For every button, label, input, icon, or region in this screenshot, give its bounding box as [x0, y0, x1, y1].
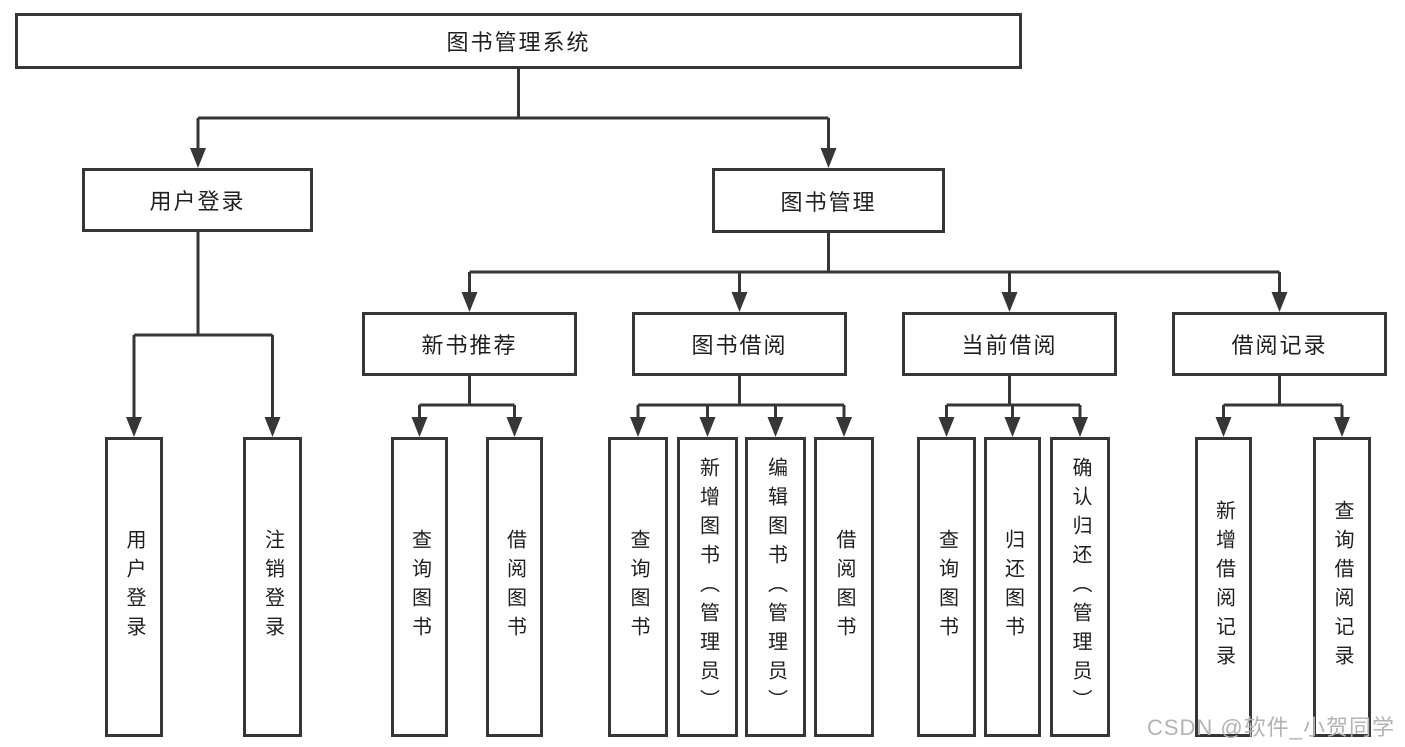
node-label: 查询图书: [408, 529, 431, 645]
arrow-down-icon: [1004, 417, 1021, 437]
arrow-down-icon: [264, 417, 281, 437]
node-leaf-query-books-2: 查询图书: [608, 437, 668, 737]
csdn-watermark: CSDN @软件_小贺同学: [1146, 715, 1395, 740]
node-label: 借阅图书: [833, 529, 855, 645]
arrow-down-icon: [836, 417, 852, 437]
node-label: 新增借阅记录: [1212, 500, 1235, 674]
arrow-down-icon: [731, 292, 748, 312]
node-leaf-query-borrow-record: 查询借阅记录: [1313, 437, 1371, 737]
arrow-down-icon: [1271, 292, 1288, 312]
node-leaf-add-books-admin: 新增图书（管理员）: [677, 437, 738, 737]
node-leaf-add-borrow-record: 新增借阅记录: [1195, 437, 1252, 737]
node-leaf-logout: 注销登录: [243, 437, 302, 737]
node-leaf-query-books-3: 查询图书: [917, 437, 976, 737]
arrow-down-icon: [938, 417, 955, 437]
arrow-down-icon: [506, 417, 523, 437]
arrow-down-icon: [820, 148, 837, 168]
node-user-login-module: 用户登录: [82, 168, 313, 232]
node-leaf-borrow-books-1: 借阅图书: [486, 437, 543, 737]
node-library-management-system: 图书管理系统: [15, 13, 1022, 69]
node-label: 借阅图书: [503, 529, 526, 645]
node-leaf-edit-books-admin: 编辑图书（管理员）: [745, 437, 806, 737]
node-label: 新书推荐: [421, 333, 518, 358]
node-new-book-recommendation: 新书推荐: [362, 312, 577, 376]
node-book-borrowing: 图书借阅: [632, 312, 847, 376]
node-label: 新增图书（管理员）: [696, 456, 719, 718]
node-book-management-module: 图书管理: [712, 168, 945, 233]
arrow-down-icon: [1072, 417, 1088, 437]
arrow-down-icon: [190, 148, 206, 168]
arrow-down-icon: [1334, 417, 1350, 437]
node-current-borrowing: 当前借阅: [902, 312, 1117, 376]
node-borrowing-records: 借阅记录: [1172, 312, 1387, 376]
node-label: 归还图书: [1001, 529, 1024, 645]
node-label: 编辑图书（管理员）: [764, 456, 787, 718]
node-label: 查询图书: [935, 529, 958, 645]
node-leaf-borrow-books-2: 借阅图书: [814, 437, 874, 737]
arrow-down-icon: [1001, 292, 1018, 312]
node-label: 借阅记录: [1231, 333, 1328, 358]
node-leaf-query-books-1: 查询图书: [391, 437, 448, 737]
node-label: 图书借阅: [691, 333, 788, 358]
arrowhead-icons: [126, 148, 1350, 437]
node-leaf-confirm-return-admin: 确认归还（管理员）: [1050, 437, 1110, 737]
arrow-down-icon: [699, 417, 716, 437]
node-label: 用户登录: [149, 189, 246, 214]
node-leaf-return-books: 归还图书: [984, 437, 1041, 737]
node-label: 查询借阅记录: [1331, 500, 1353, 674]
node-label: 确认归还（管理员）: [1069, 456, 1091, 718]
node-label: 当前借阅: [961, 333, 1058, 358]
arrow-down-icon: [767, 417, 784, 437]
node-leaf-user-login: 用户登录: [105, 437, 163, 737]
node-label: 查询图书: [627, 529, 649, 645]
arrow-down-icon: [411, 417, 428, 437]
arrow-down-icon: [630, 417, 646, 437]
node-label: 图书管理: [780, 189, 877, 215]
node-label: 图书管理系统: [446, 30, 591, 55]
connector-lines: [132, 69, 1344, 420]
node-label: 注销登录: [261, 529, 284, 645]
arrow-down-icon: [461, 292, 478, 312]
arrow-down-icon: [1215, 417, 1232, 437]
arrow-down-icon: [126, 417, 142, 437]
node-label: 用户登录: [123, 529, 145, 645]
